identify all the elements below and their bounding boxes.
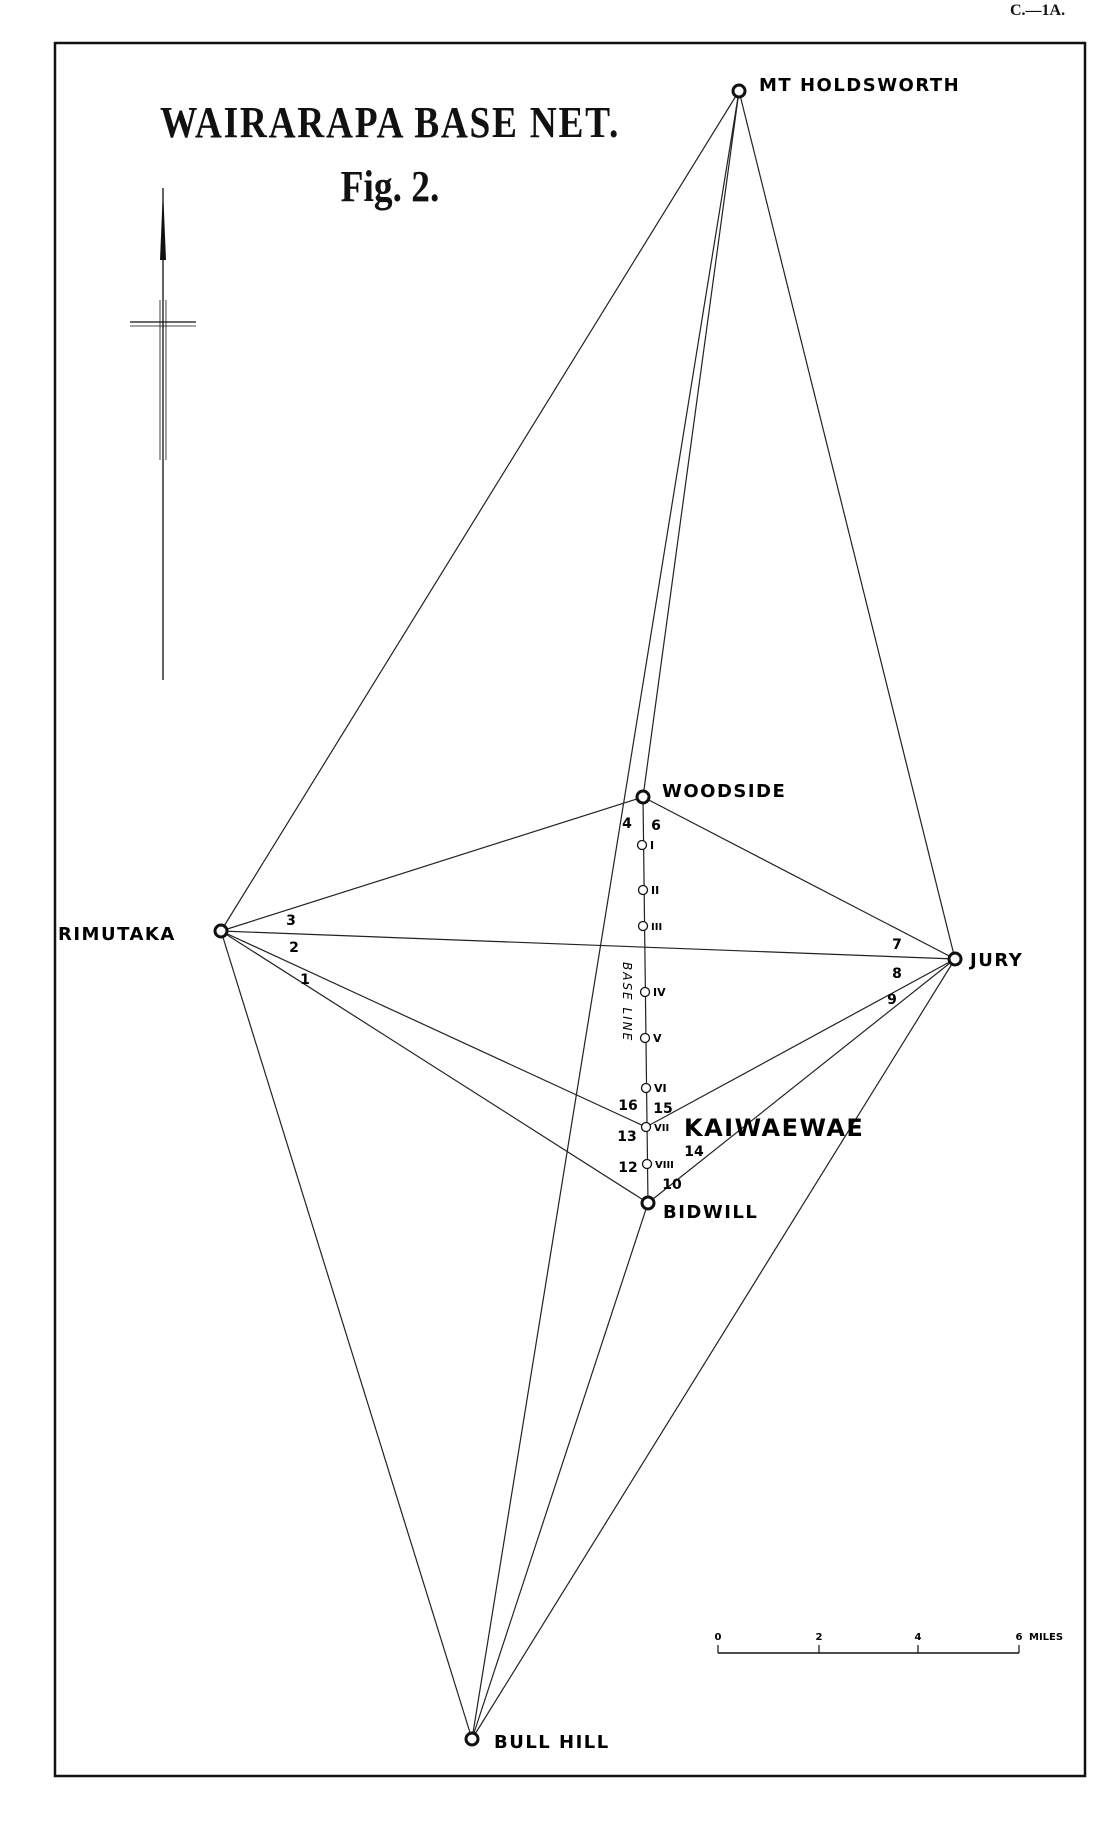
scale-tick-label: 4 bbox=[915, 1632, 922, 1643]
station-marker-bullhill bbox=[464, 1731, 480, 1747]
base-mark-circle bbox=[637, 920, 649, 932]
sight-line-rimutaka-kaiwaewae bbox=[220, 930, 647, 1128]
station-label-holdsworth: MT HOLDSWORTH bbox=[759, 75, 960, 96]
sight-line-woodside-bidwill bbox=[642, 796, 649, 1204]
figure-number: Fig. 2. bbox=[340, 162, 440, 211]
sight-line-holdsworth-rimutaka bbox=[220, 90, 740, 932]
scale-unit-label: MILES bbox=[1029, 1632, 1063, 1643]
angle-number: 13 bbox=[617, 1129, 636, 1145]
sight-line-jury-bullhill bbox=[471, 958, 956, 1740]
base-mark-circle bbox=[636, 839, 648, 851]
sight-line-rimutaka-woodside bbox=[220, 796, 644, 932]
scale-tick-label: 0 bbox=[715, 1632, 722, 1643]
diagram-title: WAIRARAPA BASE NET. bbox=[159, 98, 621, 147]
base-line-label: BASE LINE bbox=[620, 962, 634, 1042]
angle-number: 3 bbox=[286, 913, 296, 929]
station-label-rimutaka: RIMUTAKA bbox=[58, 924, 176, 945]
angle-number: 14 bbox=[684, 1144, 704, 1160]
page-reference: C.—1A. bbox=[1010, 2, 1066, 19]
base-mark-label: V bbox=[653, 1032, 662, 1045]
sight-line-rimutaka-bullhill bbox=[220, 930, 473, 1740]
base-mark-circle bbox=[639, 1032, 651, 1044]
angle-number: 6 bbox=[651, 818, 661, 834]
base-mark-label: II bbox=[651, 884, 659, 897]
station-label-jury: JURY bbox=[968, 950, 1023, 971]
station-marker-woodside bbox=[635, 789, 651, 805]
base-mark-circle bbox=[639, 986, 651, 998]
station-marker-holdsworth bbox=[731, 83, 747, 99]
map-border bbox=[53, 41, 1087, 1778]
station-marker-jury bbox=[947, 951, 963, 967]
station-marker-rimutaka bbox=[213, 923, 229, 939]
sight-line-woodside-jury bbox=[642, 796, 956, 960]
station-label-woodside: WOODSIDE bbox=[662, 781, 786, 802]
angle-number: 2 bbox=[289, 940, 299, 956]
base-mark-circle bbox=[640, 1121, 652, 1133]
base-mark-circle bbox=[637, 884, 649, 896]
base-mark-label: IV bbox=[653, 986, 666, 999]
sight-line-bidwill-bullhill bbox=[471, 1202, 649, 1740]
sight-line-jury-bidwill bbox=[647, 958, 956, 1204]
sight-line-holdsworth-woodside bbox=[642, 90, 740, 798]
angle-number: 10 bbox=[662, 1177, 682, 1193]
station-marker-bidwill bbox=[640, 1195, 656, 1211]
station-label-bidwill: BIDWILL bbox=[663, 1202, 758, 1223]
base-mark-label: VIII bbox=[655, 1160, 674, 1171]
scale-tick-label: 6 bbox=[1016, 1632, 1023, 1643]
angle-number: 4 bbox=[622, 816, 632, 832]
base-mark-label: VI bbox=[654, 1082, 667, 1095]
angle-number: 12 bbox=[618, 1160, 637, 1176]
angle-number: 16 bbox=[618, 1098, 637, 1114]
angle-number: 7 bbox=[892, 937, 902, 953]
north-arrow-head bbox=[160, 188, 166, 260]
sight-line-holdsworth-jury bbox=[738, 90, 956, 960]
scale-tick-label: 2 bbox=[816, 1632, 823, 1643]
sight-line-holdsworth-bullhill bbox=[471, 90, 740, 1740]
base-mark-label: I bbox=[650, 839, 654, 852]
sight-line-rimutaka-bidwill bbox=[220, 930, 649, 1204]
station-label-kaiwaewae: KAIWAEWAE bbox=[684, 1114, 864, 1142]
angle-number: 9 bbox=[887, 992, 897, 1008]
base-mark-label: VII bbox=[654, 1123, 669, 1134]
angle-number: 8 bbox=[892, 966, 902, 982]
base-mark-label: III bbox=[651, 922, 662, 933]
station-label-bullhill: BULL HILL bbox=[494, 1732, 610, 1753]
sight-line-jury-kaiwaewae bbox=[645, 958, 956, 1128]
sight-line-rimutaka-jury bbox=[220, 930, 956, 960]
angle-number: 1 bbox=[300, 972, 310, 988]
base-mark-circle bbox=[640, 1082, 652, 1094]
base-mark-circle bbox=[641, 1158, 653, 1170]
angle-number: 15 bbox=[653, 1101, 672, 1117]
